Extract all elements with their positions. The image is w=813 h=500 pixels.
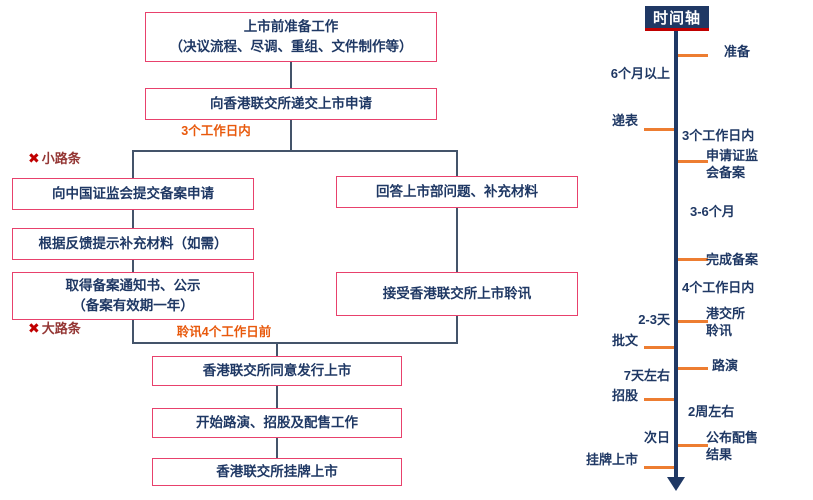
timeline-label-allotment-results: 公布配售结果 [706,430,759,462]
submit-application-label: 向香港联交所递交上市申请 [210,96,372,112]
cross-icon: ✖ [28,150,40,166]
timeline-title: 时间轴 [645,6,709,31]
timeline-duration-3-working-days: 3个工作日内 [682,128,755,143]
connector-line [132,210,134,228]
timeline-label-approval: 批文 [611,333,638,348]
prep-work-line1: 上市前准备工作 [243,19,339,35]
timeline-duration-4-working-days: 4个工作日内 [682,280,755,295]
small-note-label: 小路条 [41,151,81,166]
filing-notice-line1: 取得备案通知书、公示 [65,278,201,294]
connector-line [276,438,278,458]
approve-listing-label: 香港联交所同意发行上市 [202,363,352,379]
approve-listing-box: 香港联交所同意发行上市 [152,356,402,386]
connector-line [290,62,292,88]
timeline-duration-2-3-days: 2-3天 [638,312,670,327]
connector-line [132,320,134,342]
roadshow-box: 开始路演、招股及配售工作 [152,408,402,438]
timeline-label-listing: 挂牌上市 [585,452,638,467]
timeline-duration-3-6-months: 3-6个月 [690,204,735,219]
connector-line [456,316,458,342]
timeline-label-file-application: 递表 [611,113,638,128]
timeline-label-offering: 招股 [611,388,638,403]
timeline-tick [678,444,708,447]
timeline-label-csrc-filing: 申请证监会备案 [706,148,759,180]
timeline-duration-7-days: 7天左右 [623,368,670,383]
timeline-tick [644,398,674,401]
csrc-filing-box: 向中国证监会提交备案申请 [12,178,254,210]
label-hearing-4-days: 聆讯4个工作日前 [140,325,308,340]
timeline-axis [674,31,678,477]
timeline-duration-next-day: 次日 [643,430,670,445]
answer-questions-label: 回答上市部问题、补充材料 [376,184,538,200]
connector-line [456,208,458,272]
big-note-label: 大路条 [41,321,81,336]
connector-line [132,342,458,344]
timeline-tick [678,54,708,57]
timeline-duration-2-weeks: 2周左右 [688,404,735,419]
connector-line [456,150,458,176]
filing-notice-box: 取得备案通知书、公示 （备案有效期一年） [12,272,254,320]
marker-big-note: ✖大路条 [28,318,81,337]
roadshow-label: 开始路演、招股及配售工作 [196,415,358,431]
answer-questions-box: 回答上市部问题、补充材料 [336,176,578,208]
timeline-duration-6-months: 6个月以上 [610,66,670,81]
prep-work-box: 上市前准备工作 （决议流程、尽调、重组、文件制作等） [145,12,437,62]
timeline-tick [678,367,708,370]
connector-line [276,342,278,356]
timeline-tick [678,320,708,323]
timeline-tick [678,258,708,261]
listing-label: 香港联交所挂牌上市 [216,464,338,480]
csrc-filing-label: 向中国证监会提交备案申请 [52,186,214,202]
connector-line [276,386,278,408]
timeline-label-filing-complete: 完成备案 [706,252,759,267]
timeline-label-prepare: 准备 [724,44,751,59]
connector-line [132,260,134,272]
timeline-tick [644,466,674,469]
timeline-arrow-icon [667,477,685,491]
label-3-working-days: 3个工作日内 [155,124,277,139]
connector-line [132,150,458,152]
prep-work-line2: （决议流程、尽调、重组、文件制作等） [169,39,413,54]
timeline-label-hkex-hearing: 港交所聆讯 [706,306,746,338]
submit-application-box: 向香港联交所递交上市申请 [145,88,437,120]
listing-box: 香港联交所挂牌上市 [152,458,402,486]
hearing-label: 接受香港联交所上市聆讯 [382,286,532,302]
feedback-materials-label: 根据反馈提示补充材料（如需） [38,236,228,252]
timeline-tick [678,160,708,163]
connector-line [132,150,134,178]
connector-line [290,120,292,150]
feedback-materials-box: 根据反馈提示补充材料（如需） [12,228,254,260]
hearing-box: 接受香港联交所上市聆讯 [336,272,578,316]
cross-icon: ✖ [28,320,40,336]
marker-small-note: ✖小路条 [28,148,81,167]
timeline-tick [644,128,674,131]
timeline-tick [644,346,674,349]
timeline-label-roadshow: 路演 [712,358,739,373]
filing-notice-line2: （备案有效期一年） [72,298,194,313]
